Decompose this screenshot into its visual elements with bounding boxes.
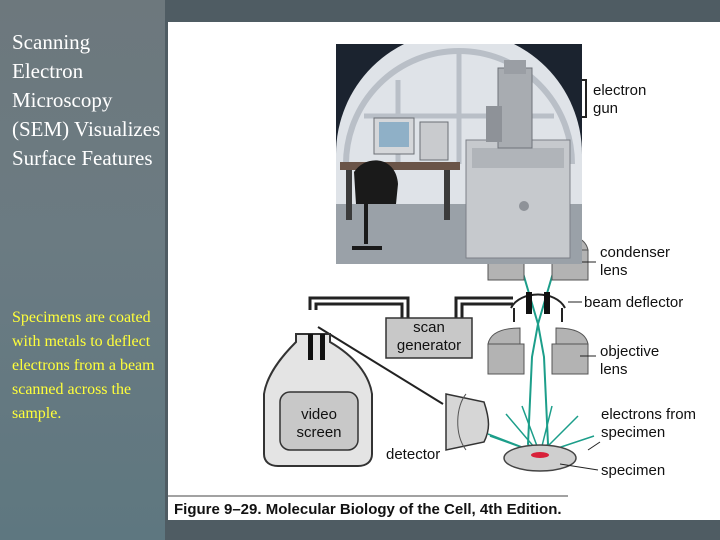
left-panel: Scanning Electron Microscopy (SEM) Visua…: [0, 0, 165, 540]
slide-subtitle: Specimens are coated with metals to defl…: [12, 309, 155, 422]
sem-instrument-photo: [336, 44, 582, 264]
label-condenser-lens: condenser lens: [600, 244, 671, 279]
label-scan-generator: scan generator: [396, 319, 462, 354]
detector-device: [445, 393, 490, 451]
label-detector: detector: [386, 446, 441, 463]
sem-photo-illustration: [336, 44, 582, 264]
sem-figure: electron gun condenser lens beam deflect…: [168, 22, 720, 520]
electron-gun-bracket: [578, 79, 587, 118]
specimen-stage: [503, 444, 577, 472]
label-objective-lens: objective lens: [600, 343, 660, 378]
label-video-screen: video screen: [296, 406, 342, 441]
label-electrons-from-specimen: electrons from specimen: [601, 406, 697, 441]
scan-generator-box: [385, 317, 473, 359]
beam-deflector: [510, 292, 566, 322]
slide-title: Scanning Electron Microscopy (SEM) Visua…: [12, 30, 161, 170]
figure-caption: Figure 9–29. Molecular Biology of the Ce…: [174, 501, 562, 518]
label-specimen: specimen: [601, 462, 666, 479]
leader-lines: [559, 261, 601, 471]
label-electron-gun: electron gun: [593, 82, 647, 117]
video-screen-device: [263, 333, 373, 467]
label-beam-deflector: beam deflector: [584, 294, 684, 311]
objective-lens: [487, 327, 589, 375]
